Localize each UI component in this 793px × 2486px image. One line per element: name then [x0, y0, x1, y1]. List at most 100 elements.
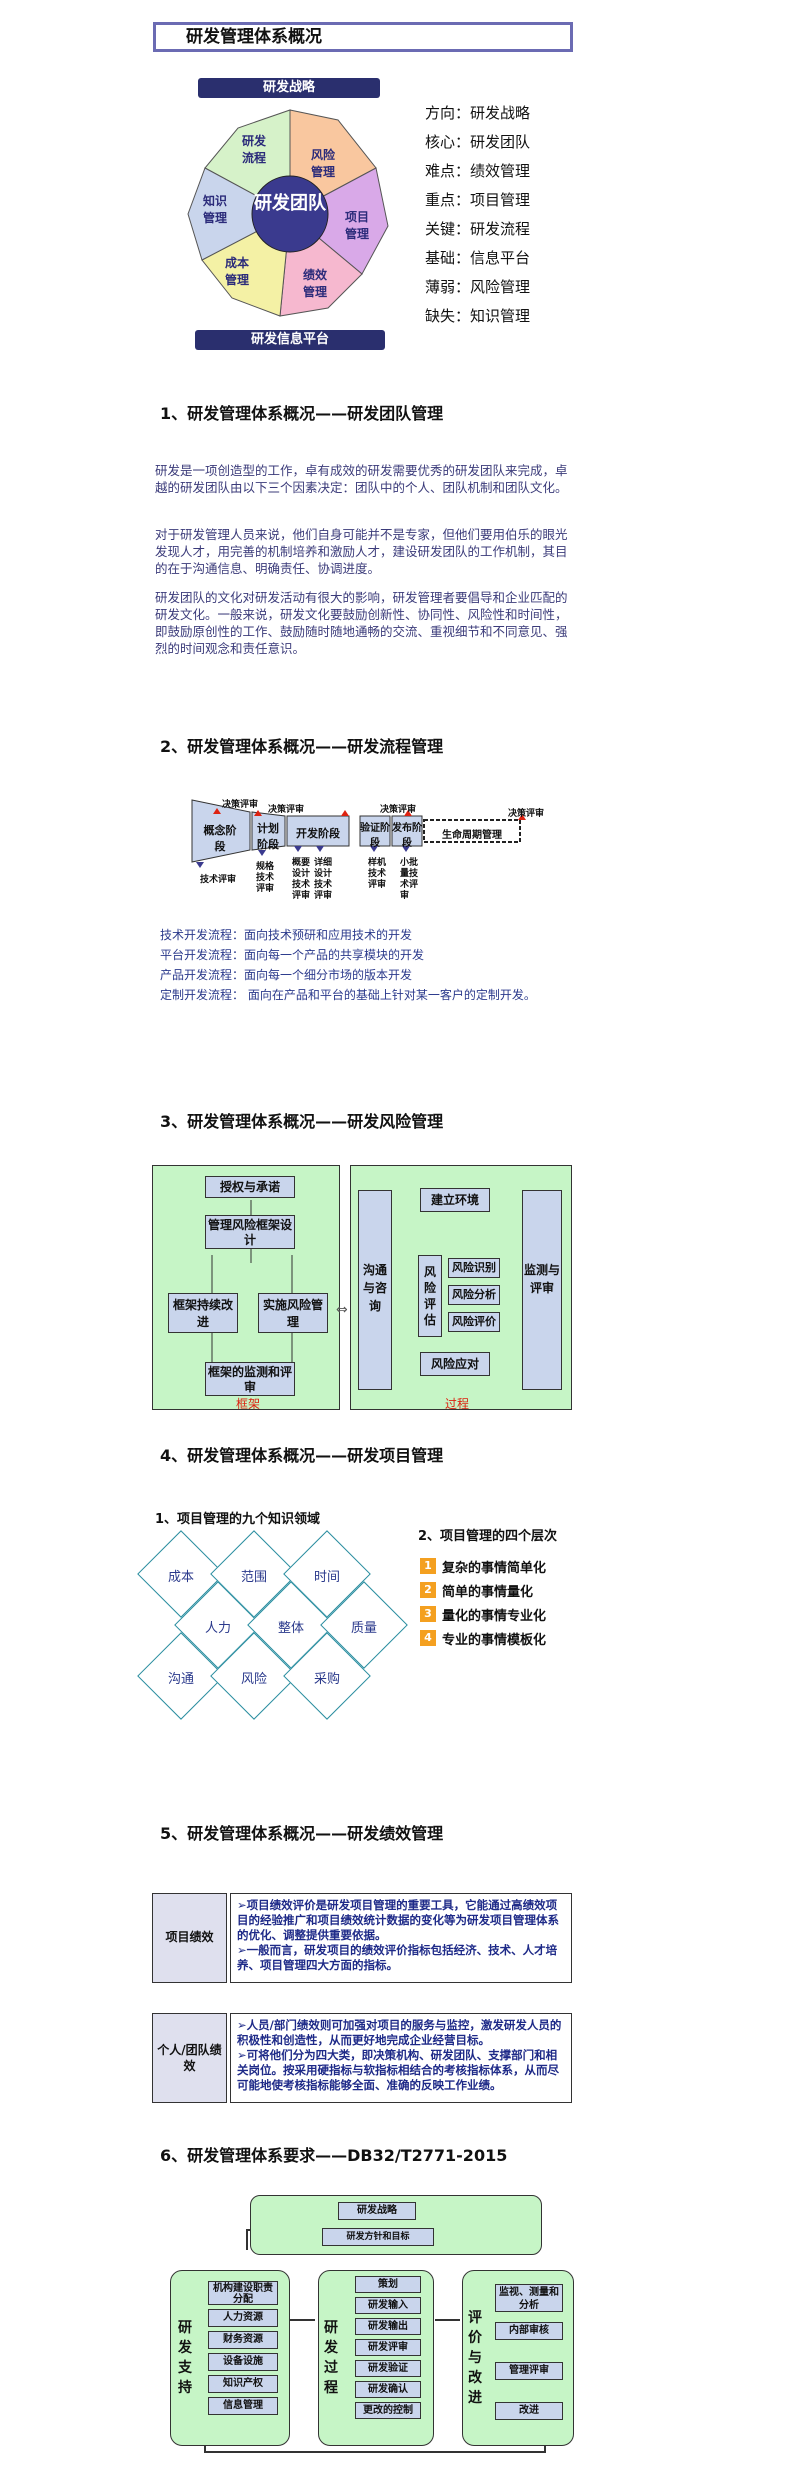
flow-type: 平台开发流程：面向每一个产品的共享模块的开发 [160, 948, 425, 962]
perf-text-personal-a: ➢人员/部门绩效则可加强对项目的服务与监控，激发研发人员的积极性和创造性，从而更… [237, 2018, 562, 2047]
perf-label-personal: 个人/团队绩效 [152, 2013, 227, 2103]
process-item: 更改的控制 [355, 2402, 421, 2419]
team-paragraph: 研发团队的文化对研发活动有很大的影响，研发管理者要倡导和企业匹配的研发文化。一般… [155, 590, 568, 656]
review-label: 规格技术评审 [256, 862, 275, 894]
stage-concept-shape [191, 799, 251, 863]
risk-box-communicate: 沟通与咨询 [358, 1190, 392, 1390]
area-label: 风险 [240, 1672, 267, 1687]
area-label: 采购 [313, 1672, 340, 1687]
risk-box-identify: 风险识别 [448, 1258, 500, 1278]
area-label: 成本 [167, 1570, 194, 1585]
flow-type: 技术开发流程：面向技术预研和应用技术的开发 [160, 928, 413, 942]
stage-dev: 开发阶段 [296, 827, 340, 840]
area-label: 质量 [350, 1621, 377, 1636]
risk-box-authorization: 授权与承诺 [205, 1176, 295, 1198]
eval-title: 评价与改进 [468, 2310, 482, 2406]
area-label: 整体 [277, 1621, 304, 1636]
process-item: 策划 [355, 2276, 421, 2293]
decision-point-icon [213, 808, 221, 814]
review-point-icon [402, 846, 410, 852]
segment-label-risk: 风险管理 [310, 148, 335, 179]
page-title: 研发管理体系概况 [153, 22, 573, 52]
level-text: 复杂的事情简单化 [442, 1561, 547, 1576]
level-number: 2 [420, 1582, 436, 1598]
risk-panel-connector: ⇔ [336, 1302, 348, 1318]
section-heading-risk: 3、研发管理体系概况——研发风险管理 [160, 1112, 444, 1131]
stage-release: 发布阶段 [392, 823, 422, 849]
review-label: 技术评审 [200, 875, 237, 885]
process-item: 研发确认 [355, 2381, 421, 2398]
level-number: 3 [420, 1606, 436, 1622]
eval-item: 监视、测量和分析 [495, 2284, 563, 2312]
eval-item: 内部审核 [495, 2322, 563, 2340]
support-item: 财务资源 [208, 2331, 278, 2349]
process-item: 研发输入 [355, 2297, 421, 2314]
review-point-icon [370, 846, 378, 852]
risk-box-monitor: 监测与评审 [522, 1190, 562, 1390]
perf-text-project-a: ➢项目绩效评价是研发项目管理的重要工具，它能通过高绩效项目的经验推广和项目绩效统… [237, 1898, 559, 1942]
flow-type: 产品开发流程：面向每一个细分市场的版本开发 [160, 968, 413, 982]
info-platform-bar: 研发信息平台 [195, 330, 385, 350]
decision-label: 决策评审 [222, 800, 259, 810]
perf-text-personal-b: ➢可将他们分为四大类，即决策机构、研发团队、支撑部门和相关岗位。按采用硬指标与软… [237, 2048, 559, 2092]
risk-box-implement: 实施风险管理 [258, 1293, 328, 1333]
perf-text-personal: ➢人员/部门绩效则可加强对项目的服务与监控，激发研发人员的积极性和创造性，从而更… [230, 2013, 572, 2103]
stage-lifecycle-shape [423, 819, 521, 843]
risk-box-analyze: 风险分析 [448, 1285, 500, 1305]
review-point-icon [258, 850, 266, 856]
perf-text-project-b: ➢一般而言，研发项目的绩效评价指标包括经济、技术、人才培养、项目管理四大方面的指… [237, 1943, 558, 1972]
support-item: 人力资源 [208, 2309, 278, 2327]
area-label: 人力 [204, 1621, 231, 1636]
wheel-center-label: 研发团队 [254, 193, 326, 214]
stage-plan-shape [251, 811, 286, 851]
support-title: 研发支持 [178, 2320, 192, 2396]
risk-box-evaluate: 风险评价 [448, 1312, 500, 1332]
decision-point-icon [341, 810, 349, 816]
risk-box-continuous-improve: 框架持续改进 [168, 1293, 238, 1333]
decision-point-icon [518, 814, 526, 820]
stage-verify: 验证阶段 [360, 823, 390, 849]
decision-label: 决策评审 [508, 809, 545, 819]
risk-box-environment: 建立环境 [420, 1188, 490, 1212]
std-policy-box: 研发方针和目标 [322, 2228, 434, 2246]
level-text: 简单的事情量化 [442, 1585, 534, 1600]
perf-label-project: 项目绩效 [152, 1893, 227, 1983]
perf-text-project: ➢项目绩效评价是研发项目管理的重要工具，它能通过高绩效项目的经验推广和项目绩效统… [230, 1893, 572, 1983]
knowledge-areas-title: 1、项目管理的九个知识领域 [155, 1512, 321, 1527]
legend-item: 难点：绩效管理 [425, 162, 531, 180]
review-label: 样机技术评审 [368, 858, 387, 890]
level-number: 4 [420, 1630, 436, 1646]
segment-label-cost: 成本管理 [224, 256, 249, 287]
area-label: 沟通 [167, 1672, 194, 1687]
legend-item: 薄弱：风险管理 [425, 278, 531, 296]
decision-point-icon [404, 810, 412, 816]
process-item: 研发评审 [355, 2339, 421, 2356]
section-heading-team: 1、研发管理体系概况——研发团队管理 [160, 404, 444, 423]
level-text: 量化的事情专业化 [442, 1609, 547, 1624]
legend-item: 重点：项目管理 [425, 191, 531, 209]
legend-item: 基础：信息平台 [425, 249, 531, 267]
std-strategy-box: 研发战略 [338, 2202, 416, 2220]
area-label: 时间 [313, 1570, 340, 1585]
section-heading-process: 2、研发管理体系概况——研发流程管理 [160, 737, 444, 756]
process-flow-diagram [191, 799, 526, 868]
segment-label-project: 项目管理 [344, 210, 369, 241]
eval-item: 改进 [495, 2402, 563, 2420]
stage-concept: 概念阶段 [203, 824, 237, 853]
strategy-bar: 研发战略 [198, 78, 380, 98]
segment-label-perf: 绩效管理 [302, 268, 327, 299]
support-item: 机构建设职责分配 [208, 2281, 278, 2305]
segment-label-knowledge: 知识管理 [202, 194, 227, 225]
risk-box-assessment: 风险评估 [418, 1255, 442, 1337]
review-label: 详细设计技术评审 [314, 858, 333, 901]
risk-box-framework-design: 管理风险框架设计 [205, 1215, 295, 1249]
legend-item: 方向：研发战略 [425, 104, 531, 122]
section-heading-perf: 5、研发管理体系概况——研发绩效管理 [160, 1824, 444, 1843]
review-label: 概要设计技术评审 [292, 858, 311, 901]
review-point-icon [294, 846, 302, 852]
support-item: 信息管理 [208, 2397, 278, 2415]
stage-lifecycle: 生命周期管理 [442, 830, 502, 841]
section-heading-standard: 6、研发管理体系要求——DB32/T2771-2015 [160, 2146, 508, 2165]
review-point-icon [196, 862, 204, 868]
level-text: 专业的事情模板化 [442, 1633, 547, 1648]
